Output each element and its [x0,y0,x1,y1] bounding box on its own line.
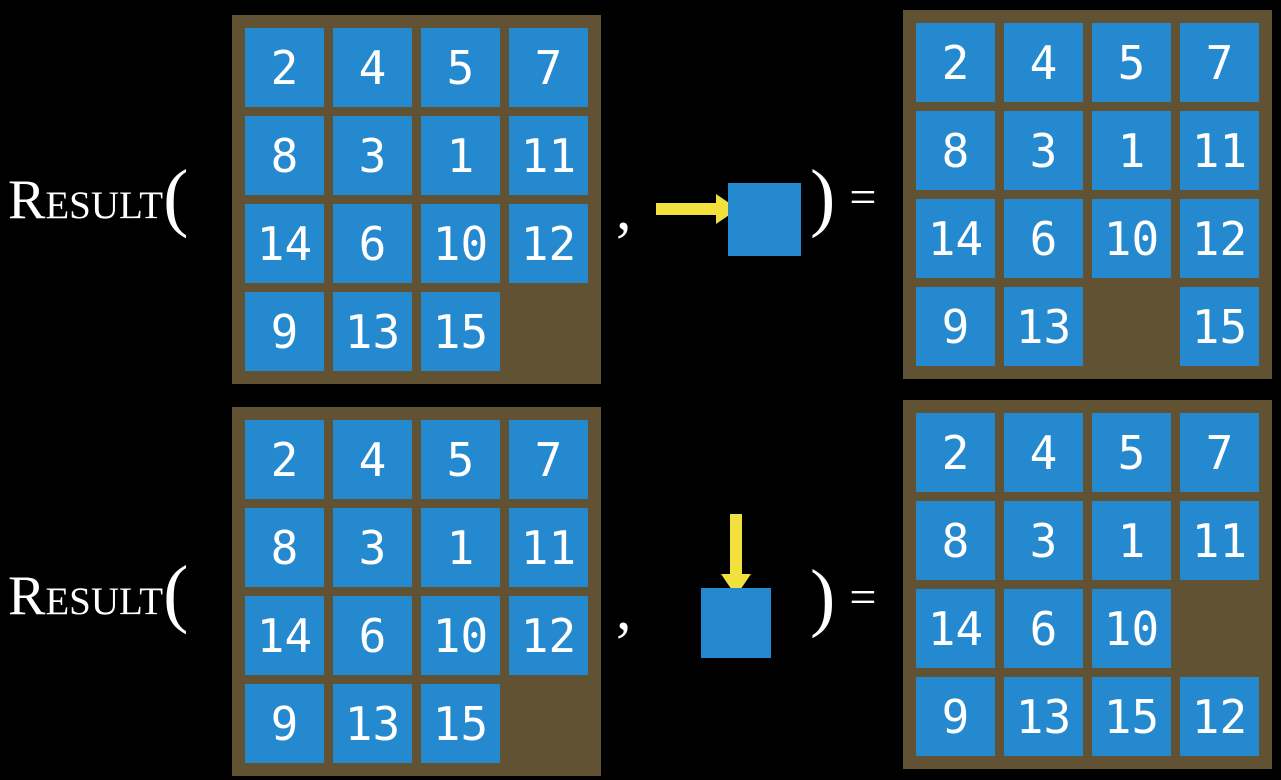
puzzle-tile-15: 15 [1092,677,1171,756]
puzzle-tile-12: 12 [1180,199,1259,278]
puzzle-tile-9: 9 [916,287,995,366]
right-arrow-icon [656,194,738,224]
puzzle-tile-4: 4 [333,28,412,107]
puzzle-tile-11: 11 [1180,111,1259,190]
puzzle-tile-5: 5 [1092,413,1171,492]
close-and-equals-2: ) = [810,550,876,650]
puzzle-tile-12: 12 [509,596,588,675]
argument-separator-1: , [616,150,632,250]
puzzle-tile-12: 12 [509,204,588,283]
puzzle-tile-4: 4 [333,420,412,499]
equals-sign: = [849,571,877,624]
puzzle-tile-9: 9 [245,292,324,371]
puzzle-tile-9: 9 [245,684,324,763]
puzzle-tile-1: 1 [421,508,500,587]
puzzle-tile-9: 9 [916,677,995,756]
puzzle-tile-5: 5 [421,420,500,499]
puzzle-tile-2: 2 [245,420,324,499]
puzzle-tile-8: 8 [916,501,995,580]
puzzle-tile-15: 15 [1180,287,1259,366]
puzzle-tile-6: 6 [1004,199,1083,278]
puzzle-tile-15: 15 [421,292,500,371]
puzzle-tile-1: 1 [421,116,500,195]
puzzle-tile-10: 10 [1092,589,1171,668]
puzzle-tile-2: 2 [916,23,995,102]
puzzle-tile-6: 6 [333,596,412,675]
puzzle-tile-14: 14 [245,596,324,675]
equals-sign: = [849,171,877,224]
puzzle-tile-14: 14 [916,199,995,278]
open-paren: ( [163,550,189,635]
puzzle-tile-11: 11 [509,116,588,195]
puzzle-tile-1: 1 [1092,501,1171,580]
function-name-text: Result [8,565,164,627]
puzzle-tile-13: 13 [1004,287,1083,366]
tile-square-icon [701,588,771,658]
empty-cell [509,292,588,371]
puzzle-tile-7: 7 [1180,413,1259,492]
puzzle-tile-3: 3 [1004,111,1083,190]
puzzle-tile-3: 3 [333,508,412,587]
result-function-call-2: Result( [8,546,188,646]
close-paren: ) [810,554,836,639]
puzzle-tile-14: 14 [916,589,995,668]
puzzle-tile-10: 10 [421,596,500,675]
puzzle-tile-4: 4 [1004,413,1083,492]
result-function-call-1: Result( [8,150,188,250]
down-arrow-icon [721,514,751,596]
tile-square-icon [728,183,801,256]
puzzle-tile-13: 13 [333,684,412,763]
puzzle-tile-5: 5 [421,28,500,107]
comma: , [616,575,632,643]
puzzle-tile-11: 11 [1180,501,1259,580]
puzzle-tile-5: 5 [1092,23,1171,102]
puzzle-tile-4: 4 [1004,23,1083,102]
puzzle-tile-7: 7 [509,420,588,499]
puzzle-tile-11: 11 [509,508,588,587]
close-paren: ) [810,154,836,239]
puzzle-tile-7: 7 [509,28,588,107]
empty-cell [509,684,588,763]
empty-cell [1180,589,1259,668]
puzzle-tile-8: 8 [245,116,324,195]
puzzle-tile-2: 2 [245,28,324,107]
puzzle-tile-2: 2 [916,413,995,492]
puzzle-tile-14: 14 [245,204,324,283]
puzzle-tile-7: 7 [1180,23,1259,102]
puzzle-tile-10: 10 [1092,199,1171,278]
puzzle-tile-13: 13 [333,292,412,371]
argument-separator-2: , [616,550,632,650]
function-name-text: Result [8,169,164,231]
puzzle-tile-8: 8 [916,111,995,190]
puzzle-tile-6: 6 [1004,589,1083,668]
comma: , [616,175,632,243]
puzzle-tile-1: 1 [1092,111,1171,190]
puzzle-tile-10: 10 [421,204,500,283]
puzzle-tile-15: 15 [421,684,500,763]
puzzle-tile-13: 13 [1004,677,1083,756]
puzzle-tile-3: 3 [333,116,412,195]
puzzle-tile-12: 12 [1180,677,1259,756]
open-paren: ( [163,154,189,239]
puzzle-tile-6: 6 [333,204,412,283]
empty-cell [1092,287,1171,366]
close-and-equals-1: ) = [810,150,876,250]
puzzle-tile-8: 8 [245,508,324,587]
puzzle-tile-3: 3 [1004,501,1083,580]
